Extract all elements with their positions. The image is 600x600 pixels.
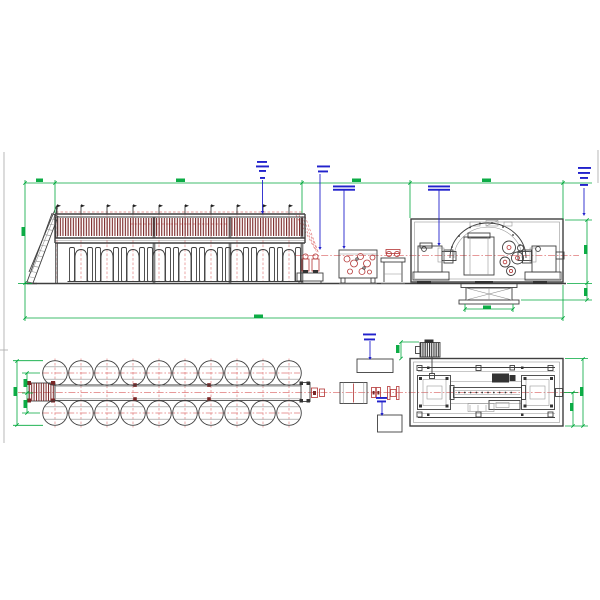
annotation-text	[257, 161, 267, 163]
leader-arrow	[318, 247, 322, 250]
meter-stand	[380, 249, 406, 284]
annotation-text	[318, 170, 328, 173]
dimension-text	[483, 305, 491, 309]
annotation-text	[364, 338, 375, 341]
wire-guide-stand	[296, 253, 324, 283]
annotation-text	[333, 188, 355, 191]
dimension-text	[396, 345, 400, 353]
dimension-text	[254, 314, 263, 318]
annotation-text	[580, 177, 588, 179]
annotation-text	[256, 165, 269, 168]
annotation-text	[333, 185, 355, 188]
dimension-text	[13, 387, 17, 396]
dimension-text	[176, 178, 185, 182]
sheet-border	[0, 150, 599, 443]
wire-guide-posts	[56, 204, 293, 214]
machine-pit	[458, 283, 520, 305]
annotation-text	[259, 170, 266, 172]
dimension-text	[23, 379, 27, 387]
forming-machine	[338, 249, 378, 284]
annotation-text	[260, 177, 265, 179]
dimension-text	[23, 400, 27, 408]
payoff-bobbins-elevation	[67, 247, 303, 282]
leader-annotations	[256, 161, 591, 416]
leader-arrow	[368, 357, 372, 360]
annotation-text	[317, 165, 330, 168]
annotation-text	[578, 172, 590, 174]
annotation-text	[578, 167, 591, 169]
dimension-text	[21, 227, 25, 236]
elevation-view	[25, 204, 565, 305]
leader-arrow	[437, 243, 441, 246]
plan-view	[27, 339, 564, 433]
leader-arrow	[260, 211, 265, 214]
annotation-text	[363, 333, 376, 336]
annotation-text	[376, 397, 387, 399]
dimension-text	[584, 288, 588, 296]
dimension-text	[352, 178, 361, 182]
annotation-text	[428, 188, 450, 191]
leader-arrow	[342, 246, 346, 249]
leader-arrow	[582, 213, 586, 216]
drive-motor-plan	[415, 339, 441, 379]
annotation-text	[428, 185, 450, 188]
dimension-text	[36, 178, 43, 182]
payoff-bobbins-plan	[42, 360, 302, 426]
annotation-text	[580, 184, 588, 186]
dimension-text	[570, 403, 574, 411]
dimension-text	[584, 245, 588, 254]
takeup-machine-elevation	[410, 218, 565, 284]
dimension-text	[580, 387, 584, 396]
takeup-machine-plan	[409, 357, 564, 427]
inline-tooling-plan	[311, 358, 403, 433]
dimension-text	[482, 178, 491, 182]
leader-arrow	[380, 413, 384, 416]
dimension-lines	[13, 178, 592, 428]
annotation-text	[377, 400, 386, 403]
